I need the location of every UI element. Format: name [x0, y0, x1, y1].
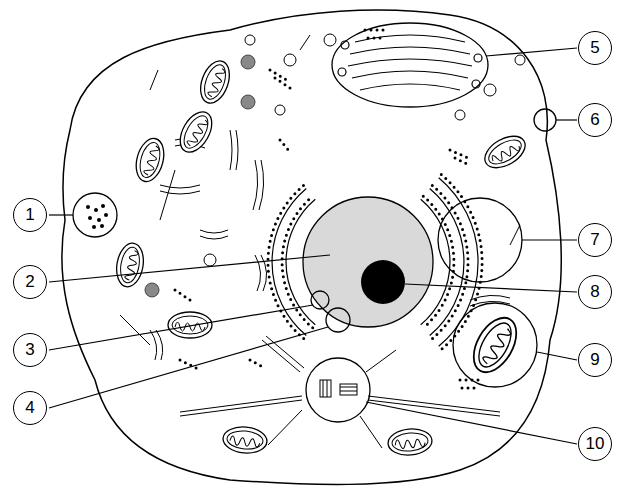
callout-number: 2	[13, 265, 47, 299]
callout-number: 9	[578, 343, 612, 377]
callout-number: 8	[578, 275, 612, 309]
callout-number: 10	[578, 427, 612, 461]
callout-number: 1	[13, 198, 47, 232]
callout-number: 4	[13, 391, 47, 425]
callout-number: 5	[578, 31, 612, 65]
callout-number: 7	[578, 223, 612, 257]
callout-number: 3	[13, 333, 47, 367]
callout-number: 6	[578, 103, 612, 137]
